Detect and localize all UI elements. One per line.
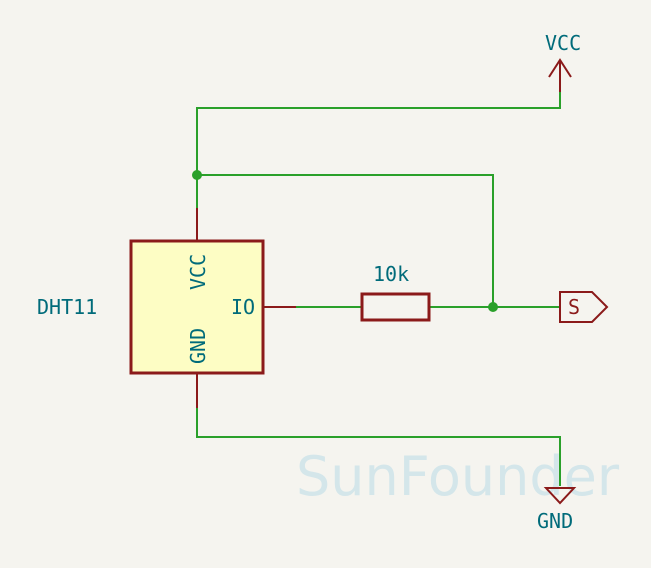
wire-pullup-branch — [197, 174, 494, 307]
wires — [196, 92, 561, 486]
dht11-component: VCC GND IO DHT11 — [37, 208, 296, 408]
watermark-text: SunFounder — [296, 445, 620, 508]
pin-label-vcc: VCC — [186, 254, 210, 290]
junction-signal — [488, 302, 498, 312]
vcc-symbol: VCC — [545, 31, 581, 92]
dht11-body — [129, 239, 265, 375]
component-name: DHT11 — [37, 295, 97, 319]
resistor-value: 10k — [373, 262, 409, 286]
gnd-triangle-icon — [543, 487, 577, 505]
pin-label-gnd: GND — [186, 328, 210, 364]
signal-label: S — [559, 291, 609, 323]
wire-gnd-rail — [196, 408, 561, 486]
gnd-label: GND — [537, 509, 573, 533]
resistor-body — [360, 292, 431, 322]
junction-vcc — [192, 170, 202, 180]
wire-vcc-rail — [196, 92, 561, 208]
signal-flag-icon — [559, 291, 609, 323]
gnd-symbol: GND — [537, 487, 577, 533]
pin-label-io: IO — [231, 295, 255, 319]
vcc-label: VCC — [545, 31, 581, 55]
vcc-arrow-icon — [548, 58, 572, 78]
resistor: 10k — [360, 262, 431, 322]
signal-label-text: S — [568, 295, 580, 319]
